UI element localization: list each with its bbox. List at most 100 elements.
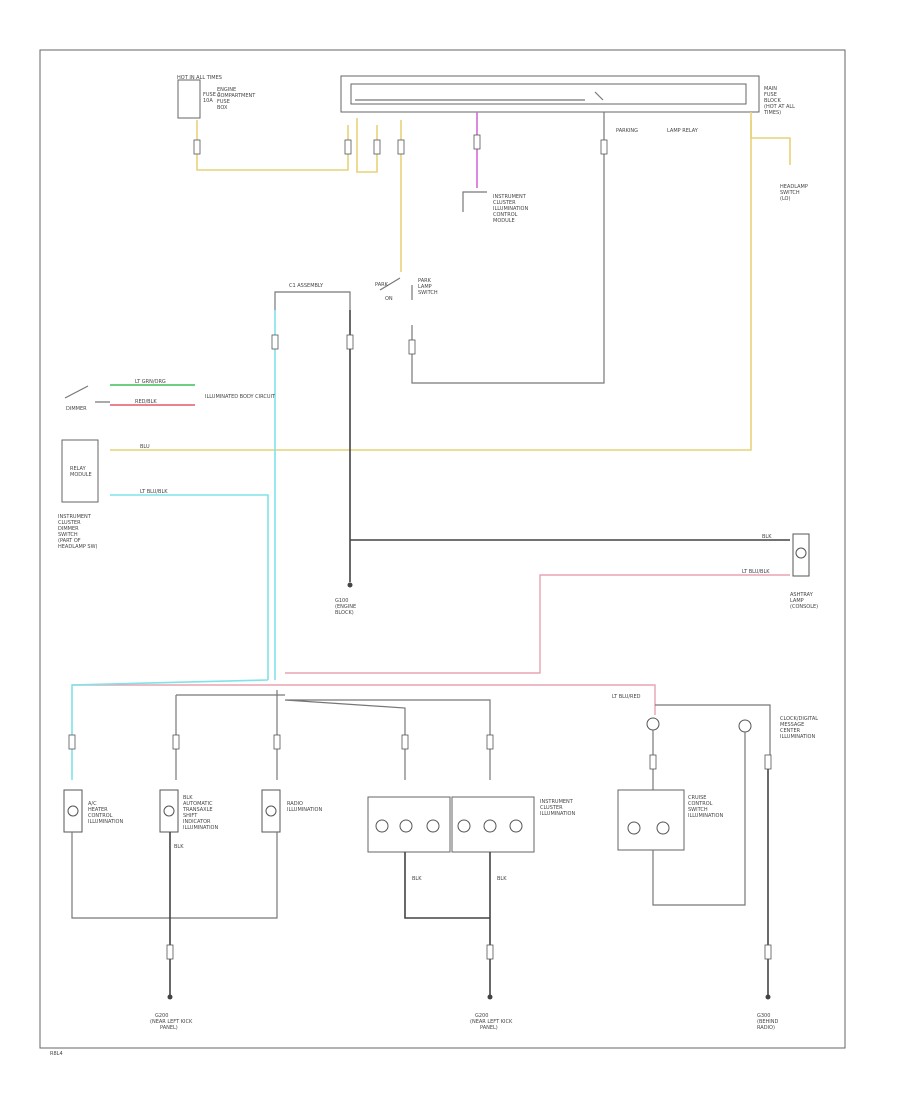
switch-wire2: RED/BLK bbox=[135, 399, 157, 405]
fuse-block-bus bbox=[355, 91, 604, 101]
svg-text:G300: G300 bbox=[757, 1013, 770, 1019]
svg-text:RADIO): RADIO) bbox=[757, 1025, 775, 1031]
wire-cyan-relay bbox=[110, 494, 269, 680]
cruise-connector bbox=[646, 717, 660, 731]
cruise-bulb-2 bbox=[656, 821, 670, 835]
svg-text:MODULE: MODULE bbox=[70, 472, 92, 478]
wire-cluster-return bbox=[404, 852, 491, 995]
svg-text:SWITCH: SWITCH bbox=[780, 190, 800, 196]
page-code: R8L4 bbox=[50, 1051, 63, 1057]
svg-text:HOT IN ALL TIMES: HOT IN ALL TIMES bbox=[177, 75, 222, 81]
relay-box-label: RELAY MODULE bbox=[70, 466, 92, 478]
svg-text:(CONSOLE): (CONSOLE) bbox=[790, 604, 818, 610]
svg-text:LAMP: LAMP bbox=[790, 598, 804, 604]
svg-text:G200: G200 bbox=[155, 1013, 168, 1019]
clock-connector bbox=[738, 719, 752, 733]
wire-black-right bbox=[411, 112, 605, 384]
main-fuse-block-inner bbox=[350, 83, 747, 105]
cluster-bulb-4 bbox=[457, 819, 471, 833]
svg-text:SWITCH: SWITCH bbox=[688, 807, 708, 813]
lamp-radio-label: RADIO ILLUMINATION bbox=[287, 801, 322, 813]
svg-text:TIMES): TIMES) bbox=[763, 110, 781, 116]
svg-text:CRUISE: CRUISE bbox=[688, 795, 706, 801]
svg-text:10A: 10A bbox=[203, 98, 213, 104]
park-switch-side: PARK ON bbox=[375, 282, 393, 302]
svg-text:FUSE: FUSE bbox=[217, 99, 230, 105]
ground2-label: G200 (NEAR LEFT KICK PANEL) bbox=[470, 1013, 513, 1031]
clock-label: CLOCK/DIGITAL MESSAGE CENTER ILLUMINATIO… bbox=[780, 716, 818, 740]
wire-pink-ashtray bbox=[285, 574, 790, 674]
svg-text:CENTER: CENTER bbox=[780, 728, 801, 734]
svg-text:LAMP: LAMP bbox=[418, 284, 432, 290]
junction-block-label: MAIN FUSE BLOCK (HOT AT ALL TIMES) bbox=[763, 86, 795, 116]
svg-text:INSTRUMENT: INSTRUMENT bbox=[540, 799, 574, 805]
switch-wire1: LT GRN/ORG bbox=[135, 379, 166, 385]
svg-text:G100: G100 bbox=[335, 598, 348, 604]
svg-text:ILLUMINATION: ILLUMINATION bbox=[780, 734, 815, 740]
left-mid-label: INSTRUMENT CLUSTER DIMMER SWITCH (PART O… bbox=[58, 514, 98, 550]
cluster-blk-2: BLK bbox=[497, 876, 507, 882]
lamp-ac-bulb bbox=[67, 805, 79, 817]
svg-text:PARKING: PARKING bbox=[616, 128, 638, 134]
svg-text:ILLUMINATION: ILLUMINATION bbox=[540, 811, 575, 817]
diagram-frame bbox=[39, 49, 846, 1049]
ground3-dot bbox=[765, 994, 771, 1000]
dimmer-label: DIMMER bbox=[66, 406, 87, 412]
wire-yellow-long bbox=[110, 120, 752, 451]
c1-label: C1 ASSEMBLY bbox=[289, 283, 324, 289]
svg-text:(BEHIND: (BEHIND bbox=[757, 1019, 779, 1025]
svg-text:RELAY: RELAY bbox=[70, 466, 87, 472]
svg-text:CLUSTER: CLUSTER bbox=[58, 520, 81, 526]
svg-text:INDICATOR: INDICATOR bbox=[183, 819, 211, 825]
magenta-ground bbox=[462, 191, 487, 212]
svg-text:(ENGINE: (ENGINE bbox=[335, 604, 356, 610]
relay-module-box bbox=[61, 439, 99, 503]
under-hood-fuse-label: ENGINE COMPARTMENT FUSE BOX bbox=[217, 87, 256, 111]
park-switch bbox=[379, 277, 413, 300]
lamp-shift-bulb bbox=[163, 805, 175, 817]
svg-text:MODULE: MODULE bbox=[493, 218, 515, 224]
svg-text:PARK: PARK bbox=[375, 282, 389, 288]
cluster-bulb-5 bbox=[483, 819, 497, 833]
svg-text:(NEAR LEFT KICK: (NEAR LEFT KICK bbox=[150, 1019, 193, 1025]
wire-return-left bbox=[71, 832, 278, 919]
top-far-right-label: HEADLAMP SWITCH (LO) bbox=[780, 184, 808, 202]
svg-text:PANEL): PANEL) bbox=[480, 1025, 498, 1031]
svg-text:HEATER: HEATER bbox=[88, 807, 108, 813]
cluster-blk-1: BLK bbox=[412, 876, 422, 882]
svg-text:MESSAGE: MESSAGE bbox=[780, 722, 804, 728]
svg-text:TRANSAXLE: TRANSAXLE bbox=[182, 807, 213, 813]
cruise-bulb-1 bbox=[627, 821, 641, 835]
switch-dest: ILLUMINATED BODY CIRCUIT bbox=[205, 394, 276, 400]
lamp-radio-bulb bbox=[265, 805, 277, 817]
svg-text:PARK: PARK bbox=[418, 278, 432, 284]
svg-text:A/C: A/C bbox=[88, 801, 97, 807]
svg-text:CONTROL: CONTROL bbox=[493, 212, 518, 218]
cluster-label: INSTRUMENT CLUSTER ILLUMINATION bbox=[540, 799, 575, 817]
svg-text:ON: ON bbox=[385, 296, 393, 302]
connectors bbox=[68, 134, 772, 960]
svg-text:INSTRUMENT: INSTRUMENT bbox=[58, 514, 92, 520]
lamp-shift-label: BLK AUTOMATIC TRANSAXLE SHIFT INDICATOR … bbox=[182, 795, 218, 831]
svg-text:SWITCH: SWITCH bbox=[418, 290, 438, 296]
svg-text:BOX: BOX bbox=[217, 105, 228, 111]
wire-dist-2 bbox=[175, 694, 285, 780]
wire-clock-bus bbox=[655, 704, 771, 760]
svg-text:CLUSTER: CLUSTER bbox=[540, 805, 563, 811]
svg-text:ILLUMINATION: ILLUMINATION bbox=[88, 819, 123, 825]
ground-g100-dot bbox=[347, 582, 353, 588]
ashtray-wire1: BLK bbox=[762, 534, 772, 540]
svg-text:MAIN: MAIN bbox=[764, 86, 777, 92]
svg-text:DIMMER: DIMMER bbox=[58, 526, 79, 532]
ashtray-label: ASHTRAY LAMP (CONSOLE) bbox=[790, 592, 818, 610]
svg-text:SWITCH: SWITCH bbox=[58, 532, 78, 538]
svg-text:CONTROL: CONTROL bbox=[88, 813, 113, 819]
svg-text:CONTROL: CONTROL bbox=[688, 801, 713, 807]
ground1-label: G200 (NEAR LEFT KICK PANEL) bbox=[150, 1013, 193, 1031]
svg-text:HEADLAMP: HEADLAMP bbox=[780, 184, 808, 190]
cluster-bulb-3 bbox=[426, 819, 440, 833]
svg-text:HEADLAMP SW): HEADLAMP SW) bbox=[58, 544, 98, 550]
svg-text:BLK: BLK bbox=[183, 795, 193, 801]
svg-text:(NEAR LEFT KICK: (NEAR LEFT KICK bbox=[470, 1019, 513, 1025]
ashtray-lamp-bulb bbox=[795, 547, 807, 559]
